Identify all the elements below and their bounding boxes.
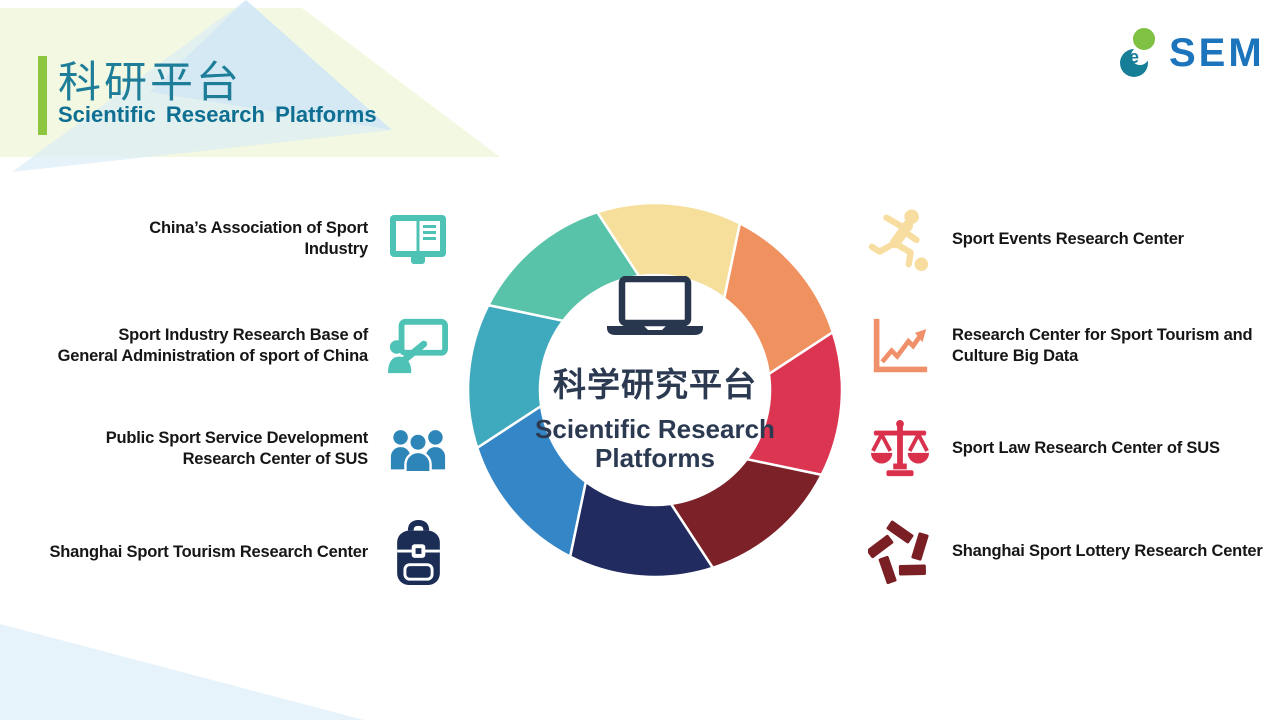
laptop-icon (607, 276, 703, 335)
item-label: Shanghai Sport Tourism Research Center (49, 543, 368, 562)
list-item: Research Center for Sport Tourism and Cu… (868, 314, 1272, 378)
bottom-left-decoration (0, 624, 364, 720)
bottom-blue-triangle (0, 624, 364, 720)
ring-title-en-line2: Platforms (595, 443, 715, 473)
list-item: Shanghai Sport Tourism Research Center (38, 518, 448, 588)
sem-logo-text: SEM (1169, 31, 1265, 75)
list-item: China’s Association of Sport Industry (38, 203, 448, 275)
presentation-icon (388, 318, 448, 374)
growth-chart-icon (868, 317, 932, 375)
item-label: Sport Events Research Center (952, 230, 1184, 249)
ring-inner-circle (539, 274, 771, 506)
ring-title-en-line1: Scientific Research (535, 414, 775, 444)
item-label: Research Center for Sport Tourism and Cu… (952, 325, 1253, 366)
list-item: Shanghai Sport Lottery Research Center (868, 516, 1272, 588)
open-book-icon (388, 212, 448, 266)
top-left-decoration (0, 0, 500, 172)
platform-ring (466, 201, 844, 579)
people-group-icon (388, 425, 448, 473)
lighter-blue-triangle (150, 0, 392, 130)
list-item: Sport Industry Research Base of General … (38, 314, 448, 378)
item-label: Shanghai Sport Lottery Research Center (952, 542, 1263, 561)
item-label: Sport Industry Research Base of General … (57, 325, 369, 366)
backpack-icon (388, 520, 448, 586)
item-label: Sport Law Research Center of SUS (952, 439, 1220, 458)
sem-logo-icon: e (1120, 26, 1157, 77)
list-item: Public Sport Service Development Researc… (38, 420, 448, 478)
runner-icon (868, 208, 932, 272)
svg-text:e: e (1129, 47, 1139, 67)
title-accent-bar (38, 56, 47, 135)
page-title-zh: 科研平台 (58, 59, 242, 107)
item-label: Public Sport Service Development Researc… (105, 428, 368, 469)
list-item: Sport Events Research Center (868, 204, 1272, 276)
list-item: Sport Law Research Center of SUS (868, 415, 1272, 483)
sem-logo: e SEM (1117, 26, 1265, 80)
ring-title-en: Scientific Research Platforms (505, 415, 805, 473)
ring-center-content: 科学研究平台 Scientific Research Platforms (505, 276, 805, 473)
lottery-star-icon (868, 520, 932, 584)
item-label: China’s Association of Sport Industry (149, 218, 368, 259)
ring-title-zh: 科学研究平台 (553, 366, 757, 403)
scales-icon (868, 418, 932, 480)
page-title-en: Scientific Research Platforms (58, 102, 377, 127)
